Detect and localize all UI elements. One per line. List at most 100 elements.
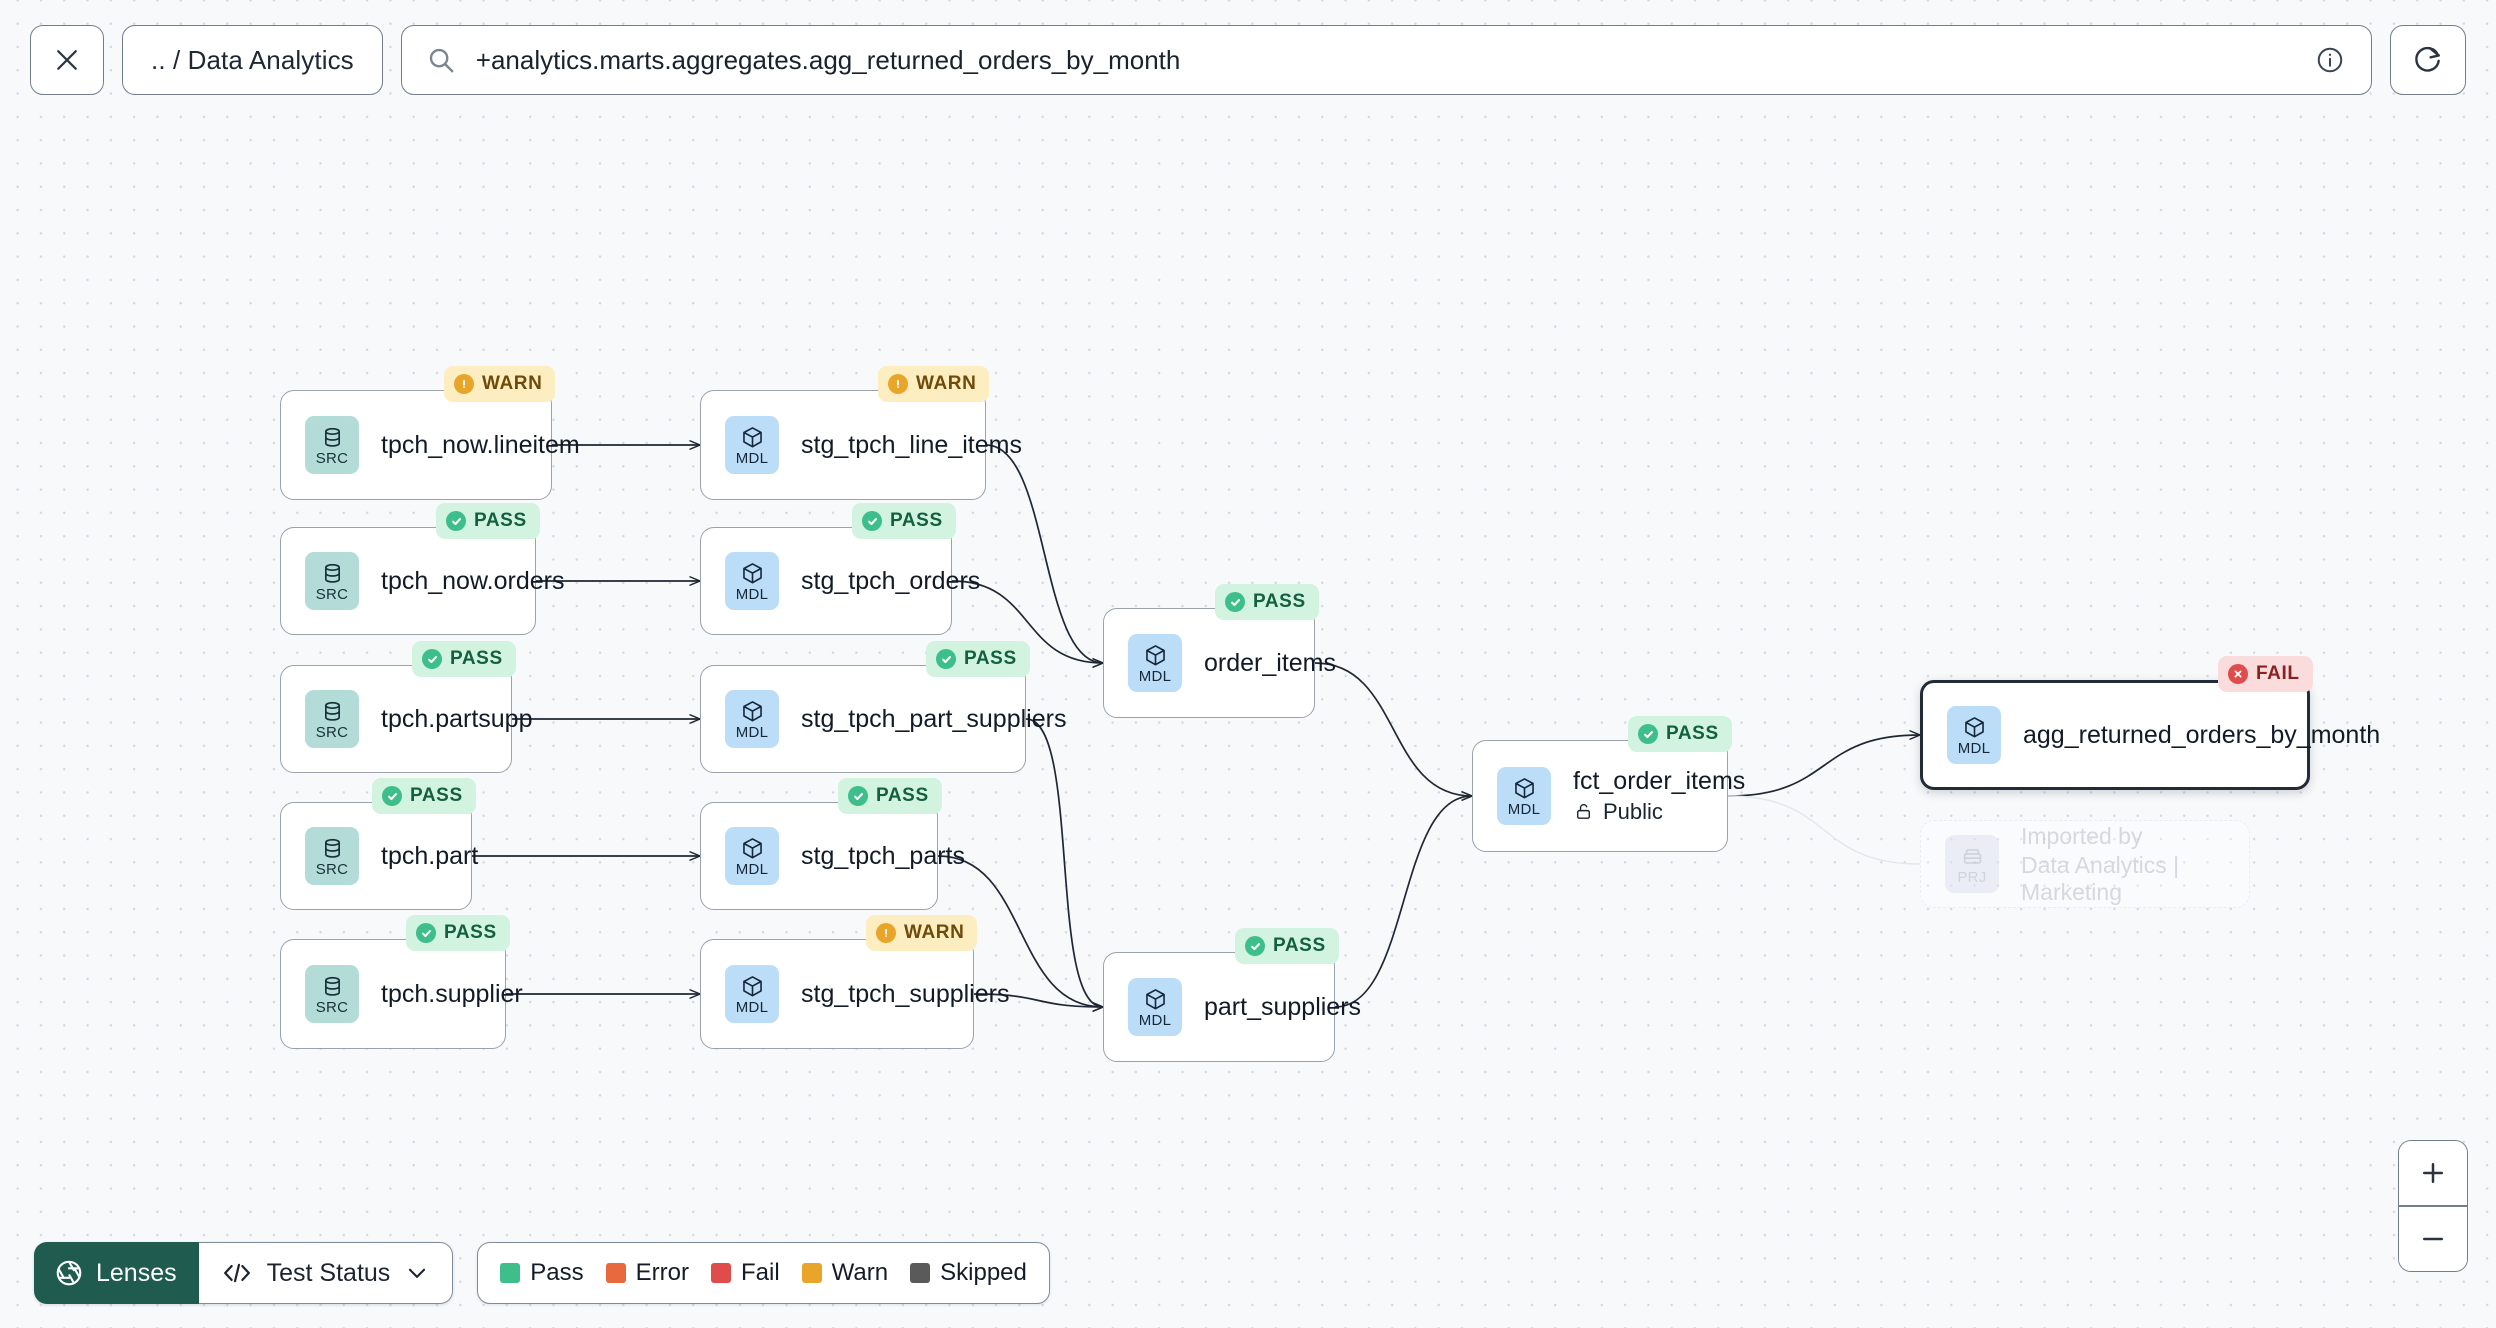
node-title: tpch_now.orders [381, 566, 565, 595]
status-badge-label: PASS [1253, 591, 1306, 612]
status-badge-pass[interactable]: PASS [436, 503, 540, 539]
status-badge-label: PASS [444, 922, 497, 943]
node-title: stg_tpch_suppliers [801, 979, 1010, 1008]
node-type-label: MDL [735, 449, 769, 467]
search-icon [429, 48, 454, 73]
node-type-label: SRC [315, 723, 349, 741]
node-type-label: MDL [1138, 1011, 1172, 1029]
node-type-badge: MDL [725, 965, 779, 1023]
database-icon [324, 976, 340, 996]
zoom-divider [2399, 1205, 2467, 1207]
status-badge-pass[interactable]: PASS [412, 641, 516, 677]
node-type-badge: SRC [305, 965, 359, 1023]
lenses-button[interactable]: Lenses [34, 1242, 199, 1304]
check-icon [387, 792, 397, 800]
status-badge-label: WARN [482, 373, 543, 394]
status-dot [1638, 724, 1658, 744]
status-badge-pass[interactable]: PASS [1235, 928, 1339, 964]
lens-group: Lenses Test Status [34, 1242, 454, 1304]
node-type-label: SRC [315, 998, 349, 1016]
search-input[interactable]: +analytics.marts.aggregates.agg_returned… [400, 25, 2372, 95]
database-icon [324, 427, 340, 447]
graph-node-tpch_part[interactable]: SRC tpch.part [280, 802, 478, 910]
zoom-out-button[interactable] [2399, 1207, 2467, 1271]
chevron-down-icon[interactable] [404, 1260, 430, 1286]
cube-icon [1964, 716, 1984, 737]
node-title: fct_order_items [1573, 767, 1746, 796]
status-badge-pass[interactable]: PASS [1628, 716, 1732, 752]
check-icon [1250, 942, 1260, 950]
status-badge-pass[interactable]: PASS [406, 915, 510, 951]
cube-icon [1514, 777, 1534, 798]
lineage-edges [472, 120, 2496, 1328]
status-dot [454, 374, 474, 394]
node-title: part_suppliers [1204, 992, 1362, 1021]
lens-select[interactable]: Test Status [198, 1242, 454, 1304]
legend-item-warn[interactable]: Warn [801, 1259, 888, 1287]
node-title: stg_tpch_orders [801, 566, 981, 595]
node-type-badge: MDL [1128, 978, 1182, 1036]
legend-item-pass[interactable]: Pass [500, 1259, 584, 1287]
status-dot [848, 786, 868, 806]
check-icon [941, 655, 951, 663]
legend-item-skipped[interactable]: Skipped [910, 1259, 1027, 1287]
status-badge-pass[interactable]: PASS [838, 778, 942, 814]
status-dot [862, 511, 882, 531]
status-badge-fail[interactable]: FAIL [2218, 656, 2313, 692]
node-type-badge: MDL [1128, 634, 1182, 692]
status-dot [936, 649, 956, 669]
check-icon [867, 517, 877, 525]
zoom-in-button[interactable] [2399, 1141, 2467, 1206]
node-type-label: SRC [315, 449, 349, 467]
status-badge-label: WARN [904, 922, 965, 943]
graph-node-stg_tpch_suppliers[interactable]: MDL stg_tpch_suppliers [700, 939, 1009, 1049]
legend-item-error[interactable]: Error [605, 1259, 689, 1287]
legend-swatch [500, 1263, 521, 1283]
node-body: stg_tpch_parts [801, 842, 965, 871]
status-badge-warn[interactable]: WARN [866, 915, 978, 951]
status-badge-pass[interactable]: PASS [372, 778, 476, 814]
breadcrumb[interactable]: .. / Data Analytics [122, 25, 383, 95]
graph-node-stg_tpch_parts[interactable]: MDL stg_tpch_parts [700, 802, 965, 910]
node-body: tpch.part [381, 842, 478, 871]
status-badge-warn[interactable]: WARN [444, 366, 556, 402]
node-body: agg_returned_orders_by_month [2023, 721, 2380, 750]
status-badge-warn[interactable]: WARN [878, 366, 990, 402]
status-dot [416, 923, 436, 943]
node-type-badge: SRC [305, 827, 359, 885]
database-icon [324, 563, 340, 583]
status-dot [446, 511, 466, 531]
check-icon [1643, 730, 1653, 738]
graph-node-part_suppliers[interactable]: MDL part_suppliers [1103, 952, 1361, 1062]
close-button[interactable] [30, 25, 104, 95]
info-icon[interactable] [2315, 45, 2345, 75]
refresh-button[interactable] [2390, 25, 2466, 95]
graph-node-stg_tpch_orders[interactable]: MDL stg_tpch_orders [700, 527, 980, 635]
cube-icon [742, 700, 762, 721]
status-badge-pass[interactable]: PASS [852, 503, 956, 539]
status-badge-pass[interactable]: PASS [926, 641, 1030, 677]
node-type-badge: MDL [725, 552, 779, 610]
legend-label: Error [635, 1259, 689, 1286]
node-title: tpch.part [381, 841, 479, 870]
cube-icon [742, 562, 762, 583]
legend-item-fail[interactable]: Fail [711, 1259, 780, 1287]
status-dot [1225, 592, 1245, 612]
lens-select-label: Test Status [266, 1258, 391, 1287]
node-type-badge: MDL [725, 827, 779, 885]
status-badge-pass[interactable]: PASS [1215, 584, 1319, 620]
node-title: agg_returned_orders_by_month [2023, 720, 2381, 749]
status-badge-label: PASS [1273, 935, 1326, 956]
